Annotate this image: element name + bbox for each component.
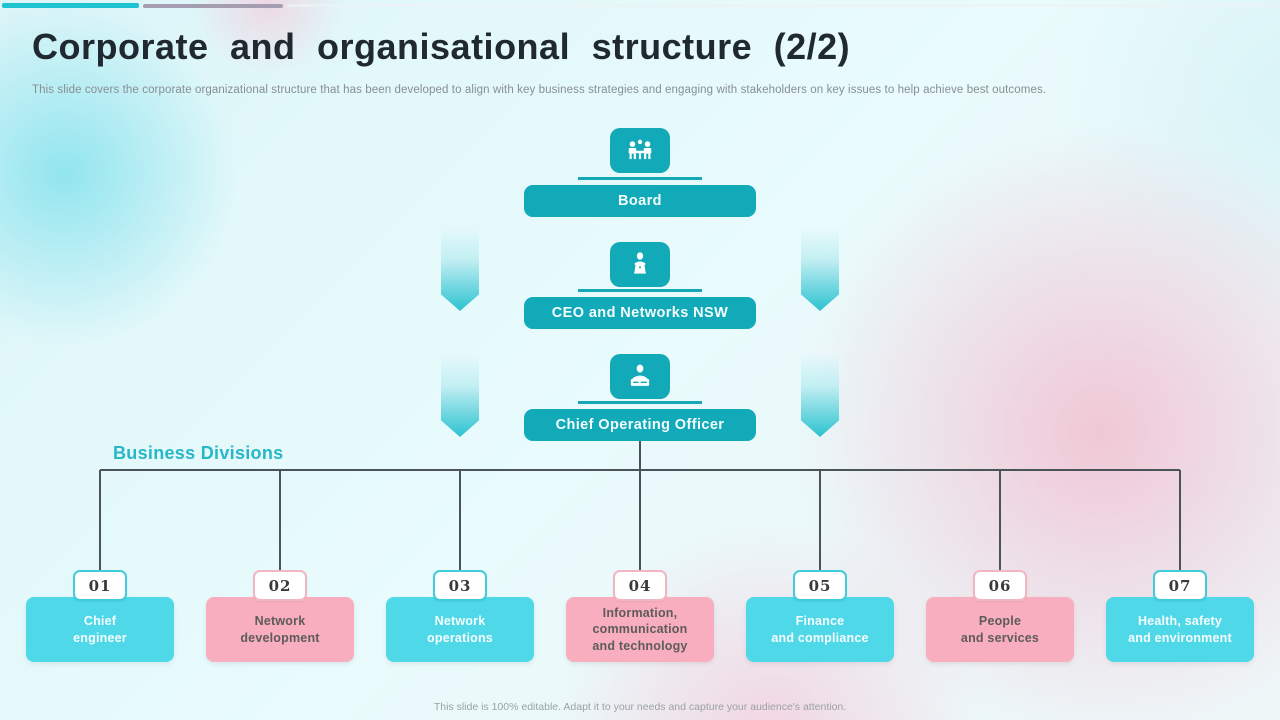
connector-drop — [639, 470, 641, 572]
division-people-services: People and services — [926, 597, 1074, 662]
connector-horizontal — [100, 469, 1180, 471]
division-number-badge: 04 — [613, 570, 667, 601]
connector-drop — [459, 470, 461, 572]
down-arrow-icon — [801, 354, 839, 437]
board-meeting-icon-glyph — [628, 139, 652, 159]
board-underline — [578, 177, 702, 180]
down-arrow-icon — [441, 228, 479, 311]
divisions-heading: Business Divisions — [113, 443, 284, 463]
connector-drop — [279, 470, 281, 572]
division-number-badge: 06 — [973, 570, 1027, 601]
footer-note: This slide is 100% editable. Adapt it to… — [433, 701, 847, 713]
coo-underline — [578, 401, 702, 404]
division-number-badge: 03 — [433, 570, 487, 601]
division-number-badge: 05 — [793, 570, 847, 601]
officer-desk-icon — [610, 354, 670, 399]
officer-desk-icon-glyph — [630, 364, 650, 386]
board-meeting-icon — [610, 128, 670, 173]
division-network-development: Network development — [206, 597, 354, 662]
division-network-operations: Network operations — [386, 597, 534, 662]
slide-subtitle: This slide covers the corporate organiza… — [32, 84, 1047, 96]
division-chief-engineer: Chief engineer — [26, 597, 174, 662]
connector-drop — [999, 470, 1001, 572]
top-accent-bar-gray — [143, 4, 283, 8]
page-title: Corporate and organisational structure (… — [32, 26, 851, 67]
down-arrow-icon — [441, 354, 479, 437]
executive-person-icon-glyph — [634, 251, 646, 274]
division-number-badge: 07 — [1153, 570, 1207, 601]
top-accent-bar-teal — [2, 3, 139, 8]
division-health-safety: Health, safety and environment — [1106, 597, 1254, 662]
connector-stem — [639, 441, 641, 469]
connector-drop — [1179, 470, 1181, 572]
org-node-board: Board — [524, 185, 756, 217]
connector-drop — [99, 470, 101, 572]
down-arrow-icon — [801, 228, 839, 311]
division-finance-compliance: Finance and compliance — [746, 597, 894, 662]
executive-person-icon — [610, 242, 670, 287]
org-node-coo: Chief Operating Officer — [524, 409, 756, 441]
ceo-underline — [578, 289, 702, 292]
division-number-badge: 01 — [73, 570, 127, 601]
top-accent-bar-pale — [287, 4, 1277, 7]
org-node-ceo: CEO and Networks NSW — [524, 297, 756, 329]
division-ict: Information, communication and technolog… — [566, 597, 714, 662]
division-number-badge: 02 — [253, 570, 307, 601]
connector-drop — [819, 470, 821, 572]
